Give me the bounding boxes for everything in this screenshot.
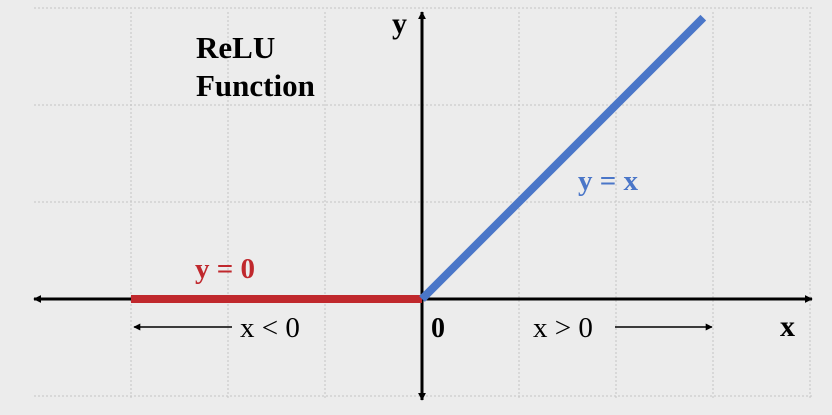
labels: ReLU Function y x 0 y = 0 y = x x < 0 x … <box>195 7 795 344</box>
chart-title: ReLU <box>196 30 275 65</box>
y-axis-label: y <box>392 7 407 40</box>
series-line-positive <box>419 14 707 302</box>
annotation-negative-x: x < 0 <box>240 312 300 344</box>
chart-subtitle: Function <box>196 68 315 103</box>
series-label-positive: y = x <box>578 165 639 197</box>
grid <box>34 7 812 400</box>
origin-label: 0 <box>431 313 445 344</box>
series-layer <box>131 14 707 303</box>
annotation-positive-x: x > 0 <box>533 312 593 344</box>
axes <box>33 11 813 401</box>
series-label-negative: y = 0 <box>195 253 255 285</box>
x-axis-label: x <box>780 310 795 343</box>
